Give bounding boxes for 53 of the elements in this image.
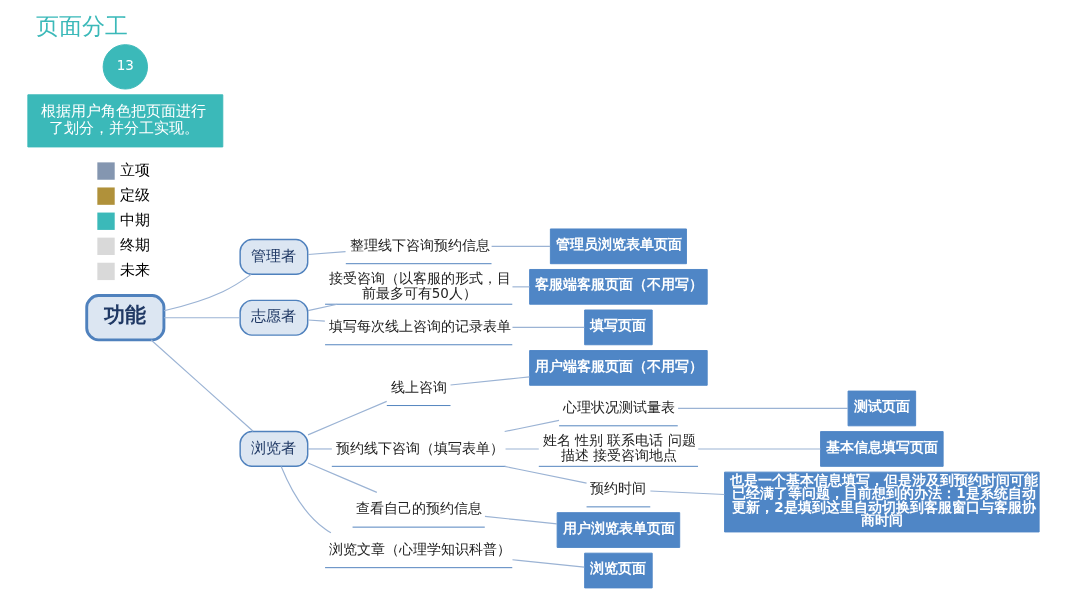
node-text: 预约线下咨询（填写表单） bbox=[335, 439, 504, 456]
connector bbox=[307, 462, 378, 493]
node-box: 管理员浏览表单页面 bbox=[549, 228, 687, 265]
connector bbox=[449, 376, 531, 386]
legend-label: 立项 bbox=[120, 160, 151, 179]
node-text: 整理线下咨询预约信息 bbox=[349, 236, 490, 253]
connector bbox=[697, 448, 822, 450]
diagram-title: 页面分工 bbox=[36, 13, 129, 40]
legend-label: 定级 bbox=[120, 185, 151, 204]
legend-label: 终期 bbox=[120, 235, 151, 254]
node-text: 心理状况测试量表 bbox=[562, 399, 675, 416]
connector bbox=[491, 245, 551, 247]
connector bbox=[307, 319, 326, 322]
node-text: 预约时间 bbox=[590, 480, 647, 497]
node-box: 客服端客服页面（不用写） bbox=[529, 269, 708, 305]
connector bbox=[307, 251, 347, 256]
node-box: 也是一个基本信息填写，但是涉及到预约时间可能已经满了等问题，目前想到的办法：1是系统自动更新，2是填到这里自动切换到客服窗口与客服协商时间 bbox=[724, 471, 1040, 533]
node-text: 浏览文章（心理学知识科普） bbox=[328, 540, 511, 557]
node-text: 接受咨询（以客服的形式，目前最多可有50人） bbox=[328, 270, 511, 301]
node-box: 用户端客服页面（不用写） bbox=[529, 350, 708, 386]
node-box: 测试页面 bbox=[847, 390, 917, 427]
legend-label: 中期 bbox=[120, 210, 151, 229]
node-box: 基本信息填写页面 bbox=[820, 431, 944, 467]
label: 13 bbox=[116, 57, 134, 74]
connector bbox=[511, 559, 585, 568]
connector bbox=[504, 448, 540, 450]
node-box: 用户浏览表单页面 bbox=[556, 512, 681, 548]
connector bbox=[307, 400, 388, 436]
node-box: 管理者 bbox=[239, 238, 309, 276]
connector bbox=[307, 303, 338, 312]
node-box: 功能 bbox=[85, 294, 166, 342]
connector bbox=[280, 465, 332, 534]
node-box: 填写页面 bbox=[584, 309, 653, 346]
node-text: 填写每次线上咨询的记录表单 bbox=[328, 317, 511, 334]
node-box: 浏览页面 bbox=[584, 552, 653, 589]
node-box: 浏览者 bbox=[239, 430, 309, 468]
connector bbox=[484, 515, 558, 525]
connector bbox=[163, 317, 241, 319]
node-text: 姓名 性别 联系电话 问题描述 接受咨询地点 bbox=[542, 432, 696, 463]
node-box: 志愿者 bbox=[239, 299, 309, 336]
legend-label: 未来 bbox=[120, 261, 151, 280]
connector bbox=[504, 465, 588, 484]
connector bbox=[649, 490, 726, 496]
label: 根据用户角色把页面进行了划分，并分工实现。 bbox=[41, 101, 207, 138]
node-text: 线上咨询 bbox=[390, 378, 447, 395]
connector bbox=[307, 448, 333, 450]
connector bbox=[163, 273, 252, 312]
connector bbox=[504, 419, 560, 433]
connector bbox=[511, 286, 531, 288]
node-text: 查看自己的预约信息 bbox=[356, 500, 483, 517]
connector bbox=[150, 339, 254, 432]
connector bbox=[677, 407, 849, 409]
connector bbox=[511, 326, 585, 328]
